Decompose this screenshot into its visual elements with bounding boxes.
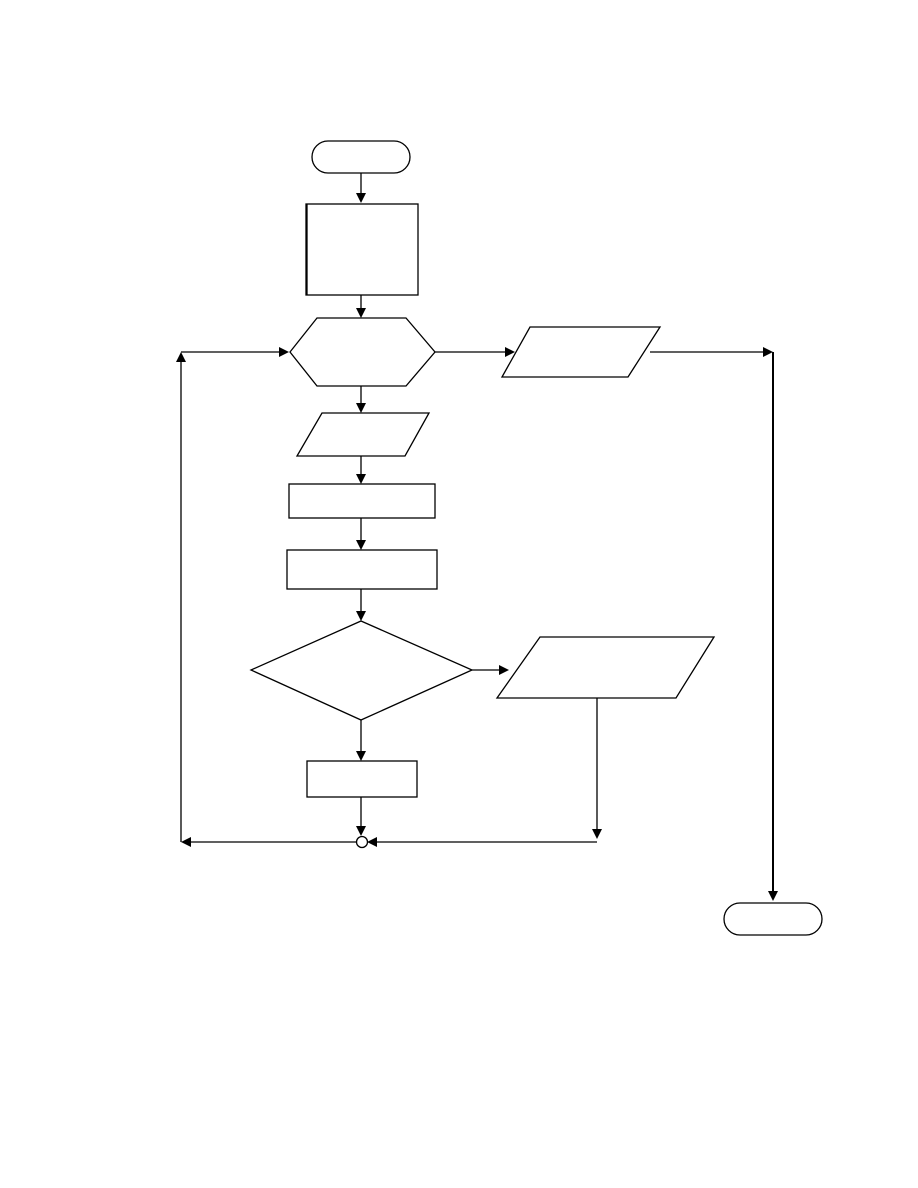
edge-merge-point-to-loop-decision (176, 347, 356, 847)
edge-condition-to-output-condition (472, 665, 509, 675)
edge-process-3-to-merge-point (356, 797, 366, 836)
output-condition-parallelogram (495, 636, 716, 699)
edge-output-condition-to-merge-point (367, 698, 602, 847)
condition-diamond (249, 620, 474, 721)
process-1-rect (288, 483, 436, 519)
edges (176, 173, 778, 901)
end-terminator (723, 902, 823, 936)
start-terminator (311, 140, 411, 174)
edge-loop-decision-to-input-data (356, 386, 366, 413)
edge-initialize-to-loop-decision (356, 295, 366, 318)
edge-loop-decision-to-output-final (435, 347, 515, 357)
output-final-parallelogram (500, 326, 662, 378)
process-3-rect (306, 760, 418, 798)
input-data-parallelogram (295, 412, 431, 457)
edge-process-2-to-condition (356, 589, 366, 621)
initialize-process (305, 203, 419, 296)
edge-input-data-to-process-1 (356, 456, 366, 484)
edge-condition-to-process-3 (356, 720, 366, 761)
process-2-rect (286, 549, 438, 590)
edge-output-final-to-end (650, 347, 778, 901)
edge-process-1-to-process-2 (356, 518, 366, 550)
merge-connector-circle (355, 835, 369, 849)
nodes (249, 140, 823, 936)
loop-preparation-hexagon (289, 317, 436, 387)
edge-start-to-initialize (356, 173, 366, 203)
